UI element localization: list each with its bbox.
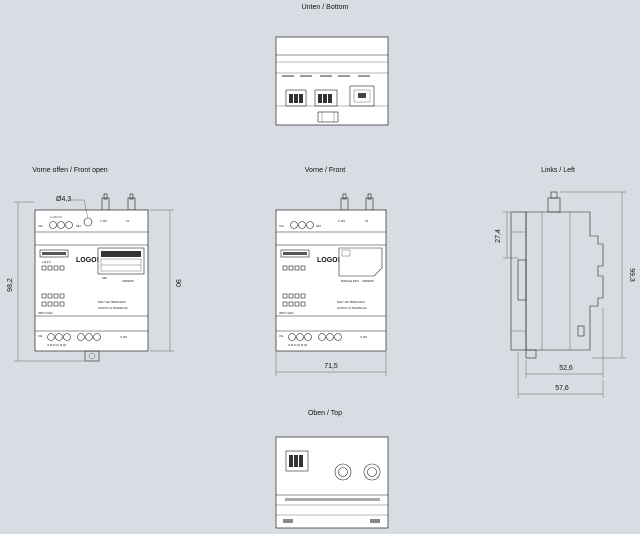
input-spec-open: INPUT 2xDC (38, 311, 53, 315)
front-gps-label: X 1P1 (338, 219, 346, 223)
front-input-spec: INPUT 2xDC (279, 311, 294, 315)
front-module-info: MODULE INFO (341, 279, 359, 283)
hole-diameter-dim: Ø4,3 (56, 196, 71, 203)
x10-label: X10 (38, 224, 43, 228)
top-view-title: Oben / Top (308, 410, 342, 417)
ethernet-port-icon (349, 85, 375, 107)
front-open-view-title: Vorne offen / Front open (32, 167, 107, 174)
height-90-dim: 90 (174, 279, 181, 287)
front-set-label: SET (316, 224, 321, 228)
left-view: 27,4 99,3 52,6 57,6 (495, 191, 635, 398)
left-27-dim: 27,4 (495, 229, 502, 243)
sim-icon (341, 249, 351, 257)
front-order-number: 6GK7 142-7BX00-0AX0 (337, 300, 365, 304)
left-57-dim: 57,6 (555, 385, 569, 392)
front-model-label: CMR2020 (362, 279, 374, 283)
front-logo-brand: LOGO! (317, 257, 340, 264)
front-x10-label: X10 (279, 224, 284, 228)
order-number-open: 6GK7 142-7BX00-0AX0 (98, 300, 126, 304)
left-99-dim: 99,3 (628, 268, 635, 282)
output-spec-open: OUTPUT 2x TRANS/0,3A (98, 306, 128, 310)
ant-label: X2 (126, 219, 130, 223)
front-output-spec: OUTPUT 2x TRANS/0,3A (337, 306, 367, 310)
top-view (275, 436, 389, 529)
x11-terminal-labels: I1 M I2 Q1 M Q2 (47, 343, 67, 347)
set-label: SET (76, 224, 81, 228)
front-view-title: Vorne / Front (305, 167, 346, 174)
model-label-open: CMR2020 (122, 279, 134, 283)
x11-label: X11 (38, 334, 43, 338)
bottom-view (275, 36, 389, 126)
x1p1-bottom-label: X 1P1 (120, 335, 128, 339)
width-71-dim: 71,5 (324, 363, 338, 370)
front-ant-label: X2 (365, 219, 369, 223)
left-52-dim: 52,6 (559, 365, 573, 372)
bottom-view-title: Unten / Bottom (302, 4, 349, 11)
front-open-view: X10 L+ M I1 I2 SET X 1P1 X2 Ø4,3 LOGO! S… (7, 193, 181, 362)
sim-label: SIM (102, 276, 107, 280)
x10-terminal-labels: L+ M I1 I2 (50, 215, 62, 219)
antenna-connector-icon (363, 463, 381, 481)
front-view: X10 SET X 1P1 X2 LOGO! MODULE INFO CMR20… (275, 193, 387, 376)
height-98-dim: 98,2 (7, 278, 14, 292)
front-x11-terminals: I1 M I2 Q1 M Q2 (288, 343, 308, 347)
gps-label: X 1P1 (100, 219, 108, 223)
led-labels-top: L M F F (42, 260, 51, 264)
front-x1p1-bottom: X 1P1 (360, 335, 368, 339)
gps-connector-icon (334, 463, 352, 481)
front-x11-label: X11 (279, 334, 284, 338)
logo-brand: LOGO! (76, 257, 99, 264)
left-view-title: Links / Left (541, 167, 575, 174)
